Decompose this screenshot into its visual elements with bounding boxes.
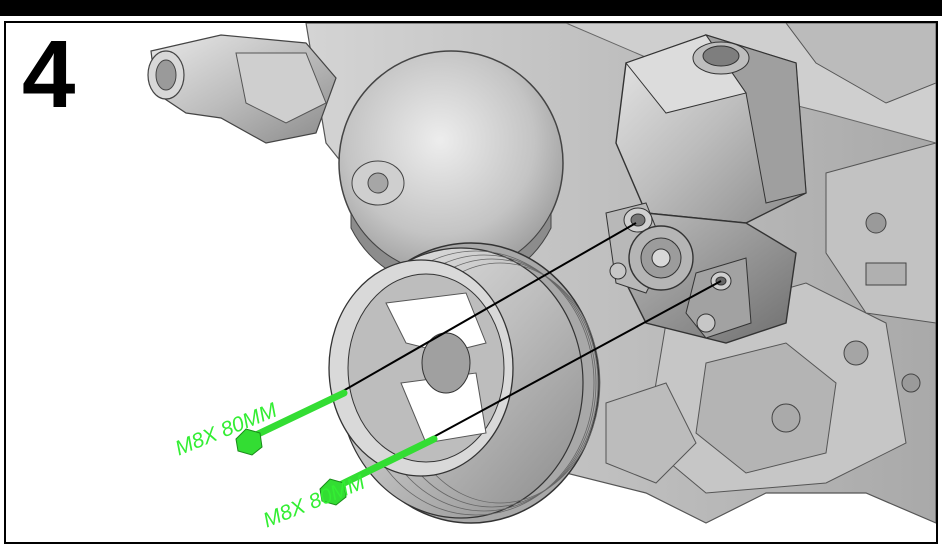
instruction-frame: 4 M8X 80MM M8X 80MM: [4, 21, 938, 544]
crank-pulley: [328, 242, 601, 524]
engine-illustration: [147, 23, 936, 524]
bolt-1: [235, 389, 348, 456]
bolt-guide-lines: [335, 222, 722, 442]
water-outlet: [147, 34, 337, 144]
power-steering-pump: [605, 34, 807, 344]
top-bar: [0, 0, 942, 16]
step-number: 4: [22, 21, 76, 128]
bolt-2: [319, 435, 438, 506]
